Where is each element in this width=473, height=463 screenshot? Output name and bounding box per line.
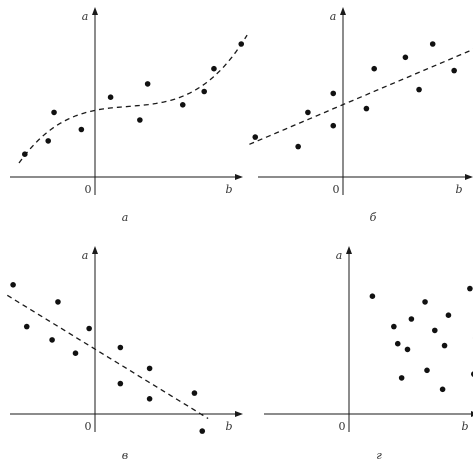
trend-line	[6, 294, 209, 420]
y-axis-arrow	[346, 246, 352, 254]
data-point	[72, 350, 79, 357]
data-point	[144, 81, 151, 87]
y-axis-label: a	[336, 249, 343, 262]
data-point	[445, 312, 452, 319]
x-axis-label: b	[455, 183, 462, 196]
panel-caption: б	[370, 211, 377, 224]
x-axis-label: b	[225, 420, 232, 433]
data-point	[22, 151, 28, 157]
data-point	[117, 380, 124, 387]
data-point	[391, 323, 397, 330]
data-point	[137, 117, 143, 123]
data-point	[55, 299, 61, 305]
data-point	[404, 346, 411, 353]
data-point	[23, 323, 30, 330]
data-point	[305, 109, 311, 116]
data-point	[295, 143, 301, 150]
data-point	[467, 285, 473, 292]
trend-line	[249, 48, 473, 145]
y-axis-label: a	[330, 10, 337, 23]
data-point	[394, 340, 401, 347]
data-point	[10, 282, 16, 288]
y-axis-arrow	[340, 7, 346, 15]
origin-label: 0	[339, 420, 346, 433]
data-point	[191, 390, 198, 396]
trend-line	[18, 34, 248, 164]
data-point	[441, 342, 448, 349]
chart-panel-3: a b 0 в	[6, 246, 243, 462]
data-point	[451, 67, 457, 74]
x-axis-arrow	[235, 174, 243, 180]
data-point	[408, 316, 415, 322]
x-axis-arrow	[465, 174, 473, 180]
data-point	[422, 299, 428, 305]
data-point	[49, 337, 55, 343]
y-axis-label: a	[82, 10, 89, 23]
data-point	[146, 396, 153, 402]
origin-label: 0	[85, 420, 92, 433]
chart-panel-2: a b 0 б	[249, 7, 473, 224]
chart-panel-4: a b 0 г	[264, 246, 473, 462]
chart-panel-1: a b 0 а	[10, 7, 248, 224]
data-point	[402, 54, 409, 61]
data-point	[252, 134, 259, 140]
data-point	[146, 365, 153, 372]
y-axis-label: a	[82, 249, 89, 262]
data-point	[330, 122, 337, 129]
data-point	[211, 65, 217, 72]
origin-label: 0	[333, 183, 340, 196]
data-point	[78, 126, 85, 133]
data-point	[363, 105, 370, 112]
data-point	[429, 41, 436, 47]
data-point	[201, 88, 207, 95]
x-axis-label: b	[461, 420, 468, 433]
data-point	[369, 293, 376, 300]
data-point	[117, 344, 124, 351]
data-point	[45, 138, 51, 144]
y-axis-arrow	[92, 7, 98, 15]
panel-caption: в	[122, 449, 128, 462]
data-point	[330, 90, 337, 97]
y-axis-arrow	[92, 246, 98, 254]
data-point	[371, 65, 378, 72]
data-point	[424, 367, 430, 374]
data-point	[398, 375, 405, 381]
data-point	[432, 327, 438, 334]
data-point	[416, 86, 422, 93]
x-axis-label: b	[225, 183, 232, 196]
data-point	[179, 102, 186, 108]
panel-caption: г	[376, 449, 382, 462]
origin-label: 0	[85, 183, 92, 196]
data-point	[86, 325, 92, 332]
data-point	[51, 109, 57, 116]
data-point	[199, 428, 206, 434]
data-point	[439, 386, 446, 393]
panel-caption: а	[122, 211, 129, 224]
x-axis-arrow	[235, 411, 243, 417]
data-point	[107, 94, 114, 100]
data-point	[238, 41, 245, 47]
